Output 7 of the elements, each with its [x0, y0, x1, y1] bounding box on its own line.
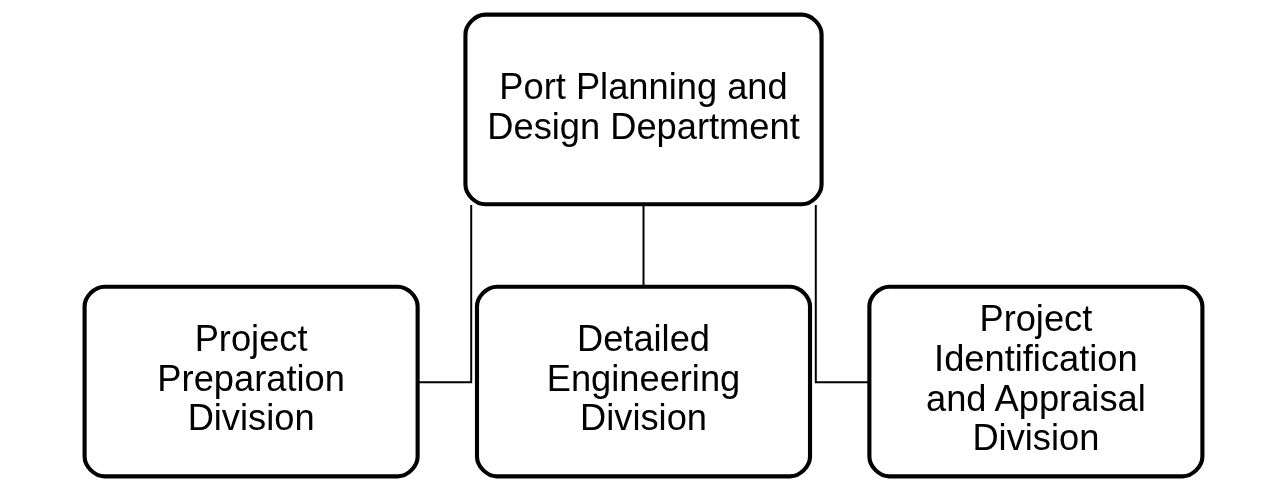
node-box: Project Identification and Appraisal Division — [867, 284, 1205, 479]
connector — [416, 203, 473, 384]
connector — [642, 203, 645, 288]
node-box: Detailed Engineering Division — [474, 284, 813, 479]
node-box: Port Planning and Design Department — [463, 12, 824, 207]
connector — [814, 203, 871, 384]
node-box: Project Preparation Division — [82, 284, 420, 479]
